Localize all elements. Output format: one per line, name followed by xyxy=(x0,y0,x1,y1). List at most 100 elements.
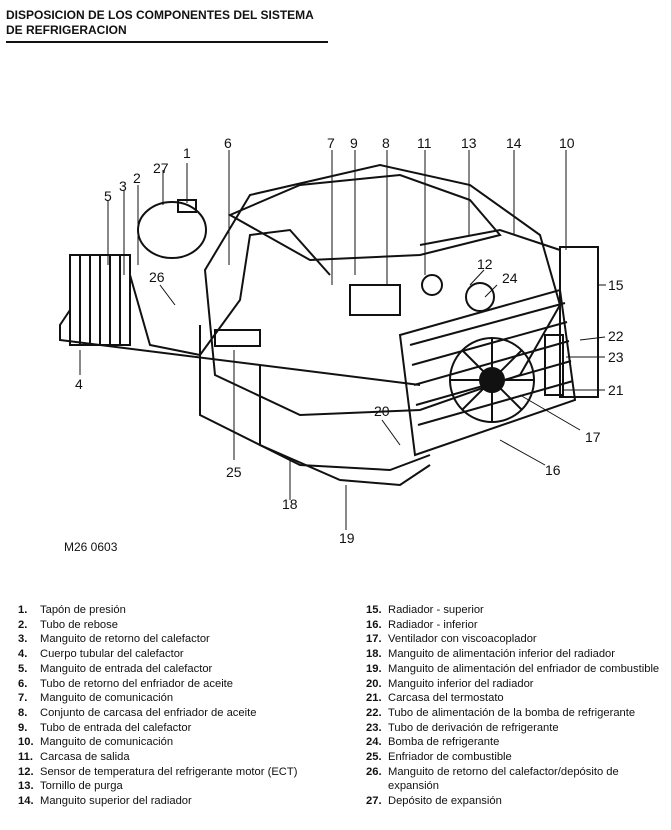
legend-text: Manguito de retorno del calefactor xyxy=(40,633,210,646)
legend-number: 1. xyxy=(18,604,28,616)
callout-6: 6 xyxy=(224,135,232,151)
callout-17: 17 xyxy=(585,429,601,445)
legend-number: 19. xyxy=(366,662,382,675)
callout-16: 16 xyxy=(545,462,561,478)
legend-text: Manguito de comunicación xyxy=(40,692,174,705)
legend-number: 7. xyxy=(18,692,28,705)
title-line-2: DE REFRIGERACION xyxy=(6,23,127,37)
legend-number: 24. xyxy=(366,736,382,749)
callout-13: 13 xyxy=(461,135,477,151)
legend-number: 5. xyxy=(18,662,28,675)
callout-19: 19 xyxy=(339,530,355,545)
legend-item: 25. Enfriador de combustible xyxy=(366,750,666,765)
legend-item: 17. Ventilador con viscoacoplador xyxy=(366,632,666,647)
legend-number: 26. xyxy=(366,765,382,778)
legend-text: Manguito de retorno del calefactor/depós… xyxy=(388,765,619,793)
figure-reference: M26 0603 xyxy=(64,540,118,554)
callout-10: 10 xyxy=(559,135,575,151)
document-header: DISPOSICION DE LOS COMPONENTES DEL SISTE… xyxy=(6,8,328,43)
legend-number: 18. xyxy=(366,648,382,661)
title-line-1: DISPOSICION DE LOS COMPONENTES DEL SISTE… xyxy=(6,8,314,22)
legend-right: 15. Radiador - superior 16.Radiador - infe… xyxy=(366,603,666,809)
legend-number: 4. xyxy=(18,648,28,661)
legend-text: Tapón de presión xyxy=(40,604,126,616)
legend-text: Tubo de retorno del enfriador de aceite xyxy=(40,677,234,690)
radiator xyxy=(398,288,577,457)
heater-return-hose xyxy=(129,228,331,357)
legend-number: 11. xyxy=(18,751,33,764)
legend-item: 16.Radiador - inferior xyxy=(366,618,666,633)
cooling-system-diagram: 1 2 3 4 5 6 7 8 9 10 11 12 13 14 15 16 1… xyxy=(59,135,624,545)
legend-item: 15. Radiador - superior xyxy=(366,603,666,618)
heater-feed-hose xyxy=(59,309,421,386)
legend-item: 7. Manguito de comunicación xyxy=(18,691,338,706)
legend-item: 2. Tubo de rebose xyxy=(18,618,338,633)
legend-item: 6.Tubo de retorno del enfriador de aceit… xyxy=(18,677,338,692)
coolant-pump xyxy=(465,282,495,312)
fuel-cooler xyxy=(214,329,261,347)
callout-18: 18 xyxy=(282,496,298,512)
legend-number: 17. xyxy=(366,633,382,646)
legend-text: Conjunto de carcasa del enfriador de ace… xyxy=(40,706,257,719)
legend-number: 20. xyxy=(366,677,382,690)
callout-20: 20 xyxy=(374,403,390,419)
legend-item: 3. Manguito de retorno del calefactor xyxy=(18,632,338,647)
legend-text: Radiador - superior xyxy=(388,604,484,616)
legend-item: 12.Sensor de temperatura del refrigerant… xyxy=(18,765,338,780)
legend-number: 25. xyxy=(366,751,382,764)
legend-item: 1. Tapón de presión xyxy=(18,603,338,618)
legend-item: 22.Tubo de alimentación de la bomba de r… xyxy=(366,706,666,721)
legend-item: 27.Depósito de expansión xyxy=(366,794,666,809)
legend-text: Manguito de alimentación inferior del ra… xyxy=(388,648,615,661)
legend-text: Enfriador de combustible xyxy=(388,751,512,764)
legend-text: Tornillo de purga xyxy=(40,780,123,793)
legend-left: 1. Tapón de presión 2. Tubo de rebose 3. Mang… xyxy=(18,603,338,809)
callout-24: 24 xyxy=(502,270,518,286)
legend-item: 9.Tubo de entrada del calefactor xyxy=(18,721,338,736)
legend-number: 3. xyxy=(18,633,28,646)
legend-item: 18. Manguito de alimentación inferior del… xyxy=(366,647,666,662)
fuel-cooler-hose xyxy=(259,365,431,487)
legend-item: 14. Manguito superior del radiador xyxy=(18,794,338,809)
callout-9: 9 xyxy=(350,135,358,151)
legend-text: Tubo de derivación de refrigerante xyxy=(388,721,559,734)
legend-text: Manguito superior del radiador xyxy=(40,795,192,808)
legend-item: 8.Conjunto de carcasa del enfriador de a… xyxy=(18,706,338,721)
callout-15: 15 xyxy=(608,277,624,293)
legend-number: 9. xyxy=(18,721,28,734)
legend-number: 15. xyxy=(366,604,382,616)
legend-number: 12. xyxy=(18,765,34,778)
legend-item: 24. Bomba de refrigerante xyxy=(366,735,666,750)
legend-number: 21. xyxy=(366,692,382,705)
radiator-top-tank xyxy=(559,246,599,398)
legend-item: 23.Tubo de derivación de refrigerante xyxy=(366,721,666,736)
legend-text: Ventilador con viscoacoplador xyxy=(388,633,537,646)
legend-number: 22. xyxy=(366,706,382,719)
callout-2: 2 xyxy=(133,170,141,186)
legend-text: Cuerpo tubular del calefactor xyxy=(40,648,184,661)
callout-8: 8 xyxy=(382,135,390,151)
legend-number: 27. xyxy=(366,795,382,808)
legend-text: Bomba de refrigerante xyxy=(388,736,500,749)
thermostat-housing xyxy=(544,334,564,396)
legend-number: 14. xyxy=(18,795,34,808)
callout-4: 4 xyxy=(75,376,83,392)
legend-item: 10.Manguito de comunicación xyxy=(18,735,338,750)
engine-top xyxy=(227,173,502,262)
outlet-housing xyxy=(421,274,443,296)
callout-14: 14 xyxy=(506,135,522,151)
legend-item: 4. Cuerpo tubular del calefactor xyxy=(18,647,338,662)
legend-text: Tubo de rebose xyxy=(40,618,118,631)
legend-number: 2. xyxy=(18,618,28,631)
callout-26: 26 xyxy=(149,269,165,285)
callout-21: 21 xyxy=(608,382,624,398)
callout-11: 11 xyxy=(417,135,432,151)
callout-7: 7 xyxy=(327,135,335,151)
legend-number: 10. xyxy=(18,736,34,749)
callout-27: 27 xyxy=(153,160,169,176)
legend-text: Radiador - inferior xyxy=(388,618,478,631)
callout-23: 23 xyxy=(608,349,624,365)
legend-text: Manguito de alimentación del enfriador d… xyxy=(388,662,660,675)
callout-12: 12 xyxy=(477,256,493,272)
legend-text: Manguito inferior del radiador xyxy=(388,677,534,690)
